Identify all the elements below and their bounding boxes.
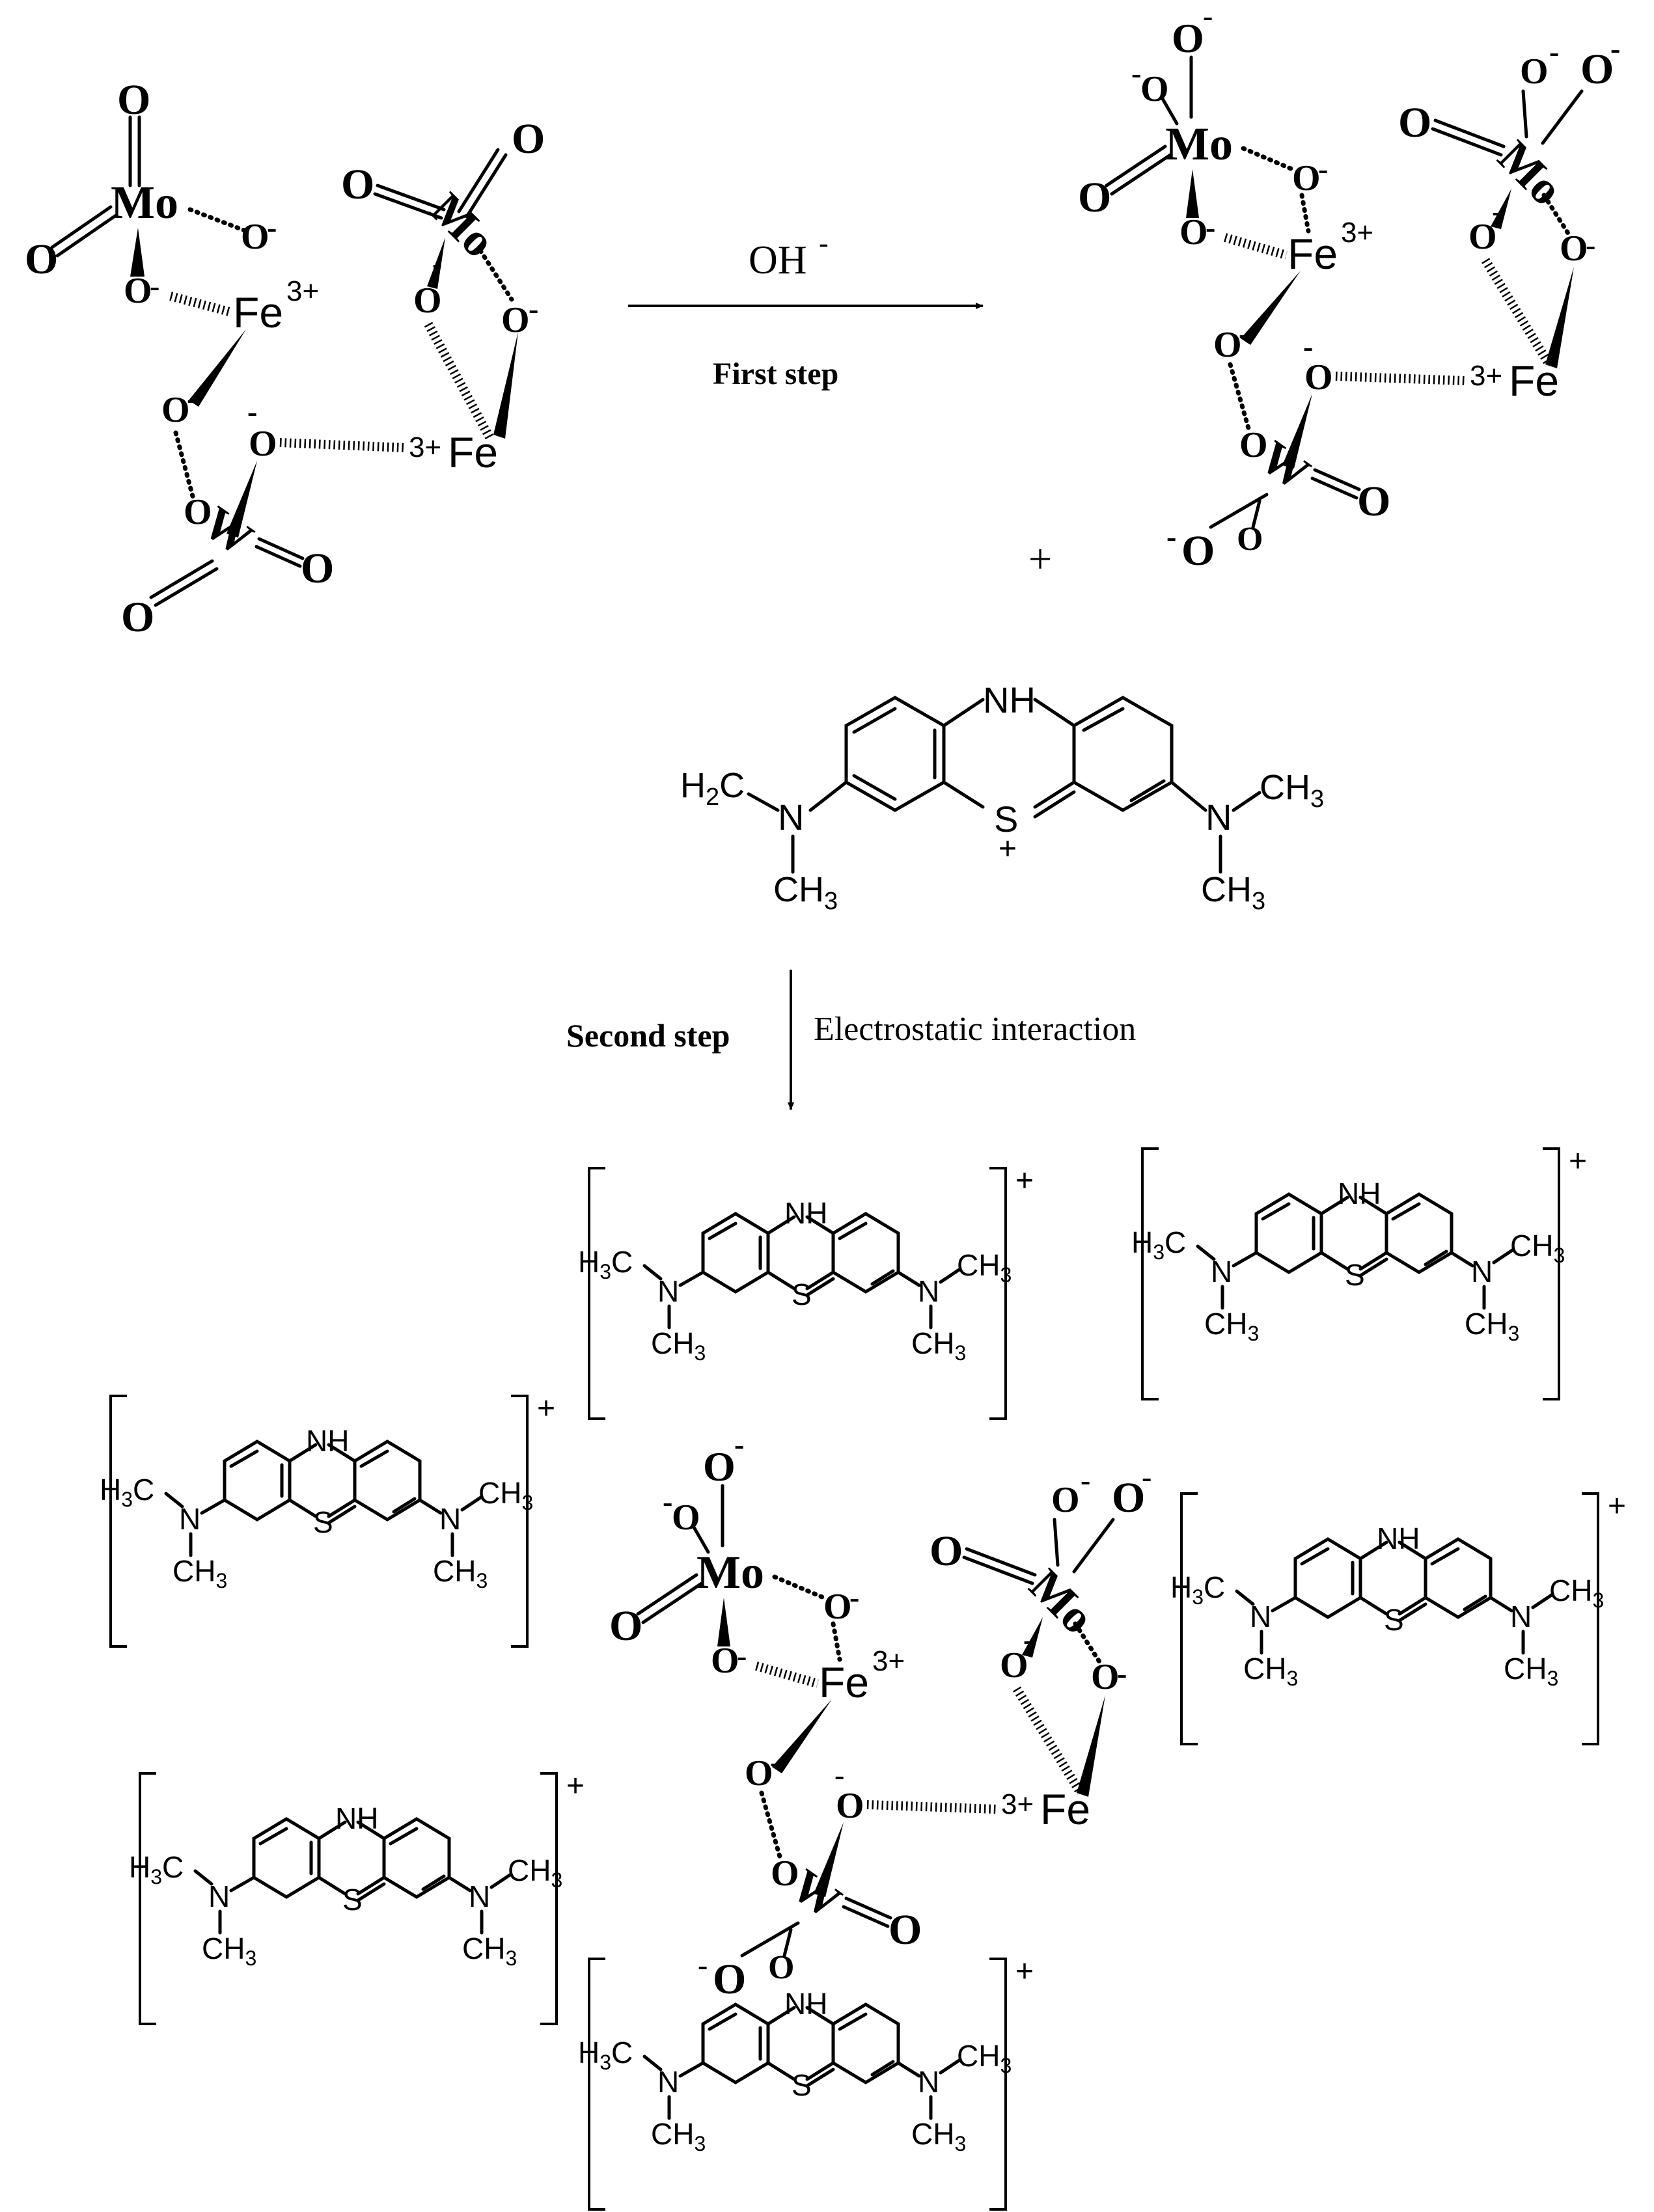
methylene-blue-cation: NH S + N H2C CH3 N CH3 CH3 bbox=[680, 679, 1324, 915]
oxo-label: O bbox=[341, 161, 374, 208]
oxo-label: O bbox=[117, 76, 150, 124]
bracketed-dye-unit-top-center bbox=[578, 1164, 1034, 1419]
fe-atom-label: Fe bbox=[233, 288, 283, 336]
oxo-label: O bbox=[1181, 527, 1215, 575]
oxo-label: O bbox=[121, 594, 154, 641]
s-atom-label: S bbox=[994, 799, 1018, 840]
minus-label: - bbox=[1239, 317, 1248, 350]
oxo-label: O bbox=[1520, 51, 1549, 92]
oxygen-label: O bbox=[241, 217, 269, 257]
oxygen-label: O bbox=[161, 390, 190, 430]
minus-label: - bbox=[1131, 57, 1141, 90]
nh-atom-label: NH bbox=[983, 679, 1036, 720]
ch3-label: CH3 bbox=[773, 870, 838, 915]
minus-label: - bbox=[1318, 152, 1328, 185]
fe-atom-label: Fe bbox=[1288, 230, 1338, 278]
oxygen-label: O bbox=[413, 280, 442, 321]
minus-label: - bbox=[1166, 520, 1176, 553]
mo-atom-label: Mo bbox=[111, 176, 178, 228]
first-step-label: First step bbox=[713, 357, 838, 391]
minus-label: - bbox=[1206, 211, 1215, 244]
minus-label: - bbox=[187, 382, 197, 415]
oxo-label: O bbox=[25, 236, 58, 283]
minus-label: - bbox=[150, 269, 159, 303]
minus-label: - bbox=[267, 211, 277, 244]
minus-label: - bbox=[1586, 228, 1595, 262]
plus-sign: + bbox=[1028, 536, 1052, 582]
oxygen-label: O bbox=[501, 300, 530, 340]
oxo-label: O bbox=[1580, 46, 1614, 93]
fe-charge-label: 3+ bbox=[409, 431, 441, 463]
bracketed-dye-unit-bottom bbox=[578, 1954, 1034, 2209]
minus-label: - bbox=[529, 292, 538, 325]
s-charge-label: + bbox=[999, 832, 1017, 866]
reagent-charge: - bbox=[819, 227, 829, 259]
reactant-cluster: Mo O O O - O - Fe 3+ O - O O Mo O - O - … bbox=[25, 76, 545, 641]
oxygen-label: O bbox=[1179, 212, 1208, 253]
bracketed-dye-unit-mid-left bbox=[100, 1391, 555, 1646]
fe-charge-label: 3+ bbox=[1341, 217, 1373, 249]
ch3-label: CH3 bbox=[1201, 870, 1265, 915]
oxygen-label: O bbox=[1213, 325, 1242, 365]
reagent-label: OH bbox=[749, 238, 807, 282]
oxo-label: O bbox=[1398, 99, 1431, 146]
complex-cluster bbox=[609, 1428, 1151, 2003]
minus-label: - bbox=[1549, 35, 1559, 68]
second-step-arrow-group: Second step Electrostatic interaction bbox=[566, 970, 1136, 1110]
oxygen-label: O bbox=[1560, 228, 1588, 269]
oxo-label: O bbox=[301, 545, 334, 592]
oxo-label: O bbox=[1172, 15, 1204, 61]
minus-label: - bbox=[1492, 195, 1502, 228]
bracketed-dye-unit-mid-right bbox=[1170, 1489, 1626, 1744]
minus-label: - bbox=[1610, 32, 1620, 65]
activated-cluster: O - O - Mo O O - O - Fe 3+ O - O O - O -… bbox=[1078, 0, 1620, 575]
oxygen-label: O bbox=[184, 492, 212, 532]
oxygen-label: O bbox=[1468, 217, 1497, 257]
fe-charge-label: 3+ bbox=[286, 275, 319, 307]
oxo-label: O bbox=[1357, 478, 1390, 525]
n-atom-label: N bbox=[1206, 797, 1232, 838]
interaction-label: Electrostatic interaction bbox=[814, 1011, 1136, 1048]
ch3-label: CH3 bbox=[1260, 768, 1324, 813]
mo-atom-label: Mo bbox=[1165, 118, 1233, 170]
bracketed-dye-unit-lower-left bbox=[129, 1769, 585, 2024]
oxygen-label: O bbox=[1304, 357, 1333, 398]
bracketed-dye-unit-top-right bbox=[1131, 1144, 1587, 1399]
oxygen-label: O bbox=[124, 271, 152, 311]
oxygen-label: O bbox=[1239, 425, 1268, 465]
minus-label: - bbox=[247, 395, 257, 428]
oxygen-label: O bbox=[1237, 521, 1263, 558]
fe-charge-label: 3+ bbox=[1470, 360, 1502, 392]
minus-label: - bbox=[432, 247, 442, 280]
first-step-arrow-group: OH - First step bbox=[628, 227, 984, 391]
n-atom-label: N bbox=[778, 797, 804, 838]
second-step-label: Second step bbox=[566, 1017, 730, 1054]
oxo-label: O bbox=[1078, 174, 1111, 221]
h2c-label: H2C bbox=[680, 766, 745, 811]
minus-label: - bbox=[1303, 330, 1313, 363]
oxygen-label: O bbox=[1292, 158, 1321, 198]
oxo-label: O bbox=[512, 115, 545, 163]
oxygen-label: O bbox=[249, 424, 277, 464]
minus-label: - bbox=[1203, 0, 1213, 33]
